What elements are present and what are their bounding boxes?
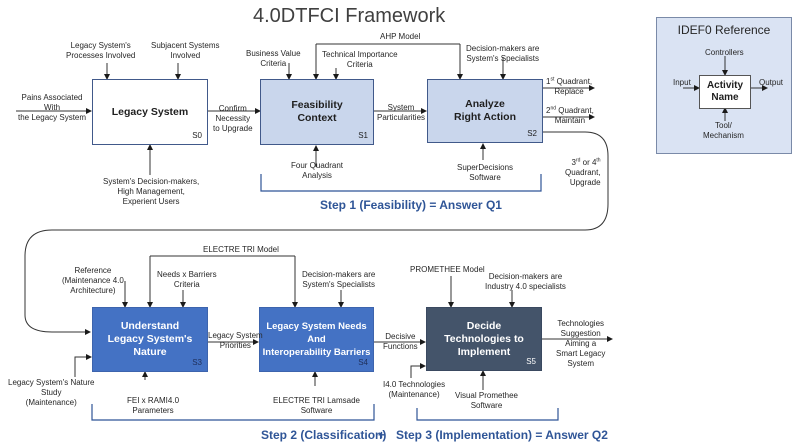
- activity-name-line1: Feasibility: [291, 99, 343, 111]
- activity-name-line2: Legacy System's: [107, 333, 193, 345]
- idef0-reference-panel: IDEF0 Reference Controllers Input Output…: [656, 17, 792, 154]
- q1-output-label: 1st Quadrant,Replace: [546, 76, 593, 96]
- step2-bracket: [91, 404, 375, 421]
- activity-id: S4: [358, 358, 368, 367]
- reference-title: IDEF0 Reference: [677, 23, 771, 37]
- activity-name-line3: Implement: [457, 345, 511, 358]
- activity-id: S3: [192, 358, 202, 367]
- s3-input2-arrow: [74, 354, 92, 377]
- reference-arrows: [683, 56, 768, 121]
- q2-output-label: 2nd Quadrant,Maintain: [546, 105, 594, 125]
- activity-box-s0: Legacy System S0: [92, 79, 208, 145]
- activity-name-line1: Analyze: [465, 98, 505, 110]
- step3-bracket: [416, 408, 559, 421]
- activity-id: S5: [526, 357, 536, 366]
- controllers-label: Controllers: [705, 48, 744, 57]
- step1-label: Step 1 (Feasibility) = Answer Q1: [320, 198, 502, 212]
- s0-mechanism-label: System's Decision-makers,High Management…: [103, 177, 200, 206]
- electre-model-label: ELECTRE TRI Model: [203, 245, 279, 254]
- activity-id: S2: [527, 129, 537, 138]
- upgrade-loop-arrow: [24, 131, 609, 335]
- activity-name-line2: And: [307, 334, 326, 345]
- activity-name-line2: Context: [297, 112, 337, 124]
- input-label: Input: [673, 78, 691, 87]
- activity-name-line3: Interoperability Barriers: [262, 347, 371, 358]
- activity-name-line1: Understand: [120, 320, 180, 332]
- activity-name: Legacy System: [111, 105, 189, 118]
- s5-input2-arrow: [410, 363, 426, 378]
- activity-id: S0: [192, 131, 202, 140]
- activity-name-line1: Legacy System Needs: [266, 321, 367, 332]
- step1-bracket: [260, 174, 542, 192]
- step3-label: Step 3 (Implementation) = Answer Q2: [396, 428, 608, 442]
- step2-label: Step 2 (Classification): [261, 428, 387, 442]
- page-title: 4.0DTFCI Framework: [253, 5, 446, 27]
- mechanism-label: Tool/Mechanism: [703, 121, 744, 140]
- activity-name-line2: Right Action: [453, 111, 516, 123]
- promethee-model-label: PROMETHEE Model: [410, 265, 485, 274]
- activity-id: S1: [358, 131, 368, 140]
- activity-name-line3: Nature: [133, 346, 167, 358]
- s5-input2-label: I4.0 Technologies(Maintenance): [383, 380, 446, 399]
- output-label: Output: [759, 78, 784, 87]
- ahp-model-label: AHP Model: [380, 32, 421, 41]
- activity-name-line2: Technologies to: [444, 332, 524, 345]
- step-plus: +: [378, 428, 386, 442]
- activity-name-line1: Decide: [466, 319, 502, 332]
